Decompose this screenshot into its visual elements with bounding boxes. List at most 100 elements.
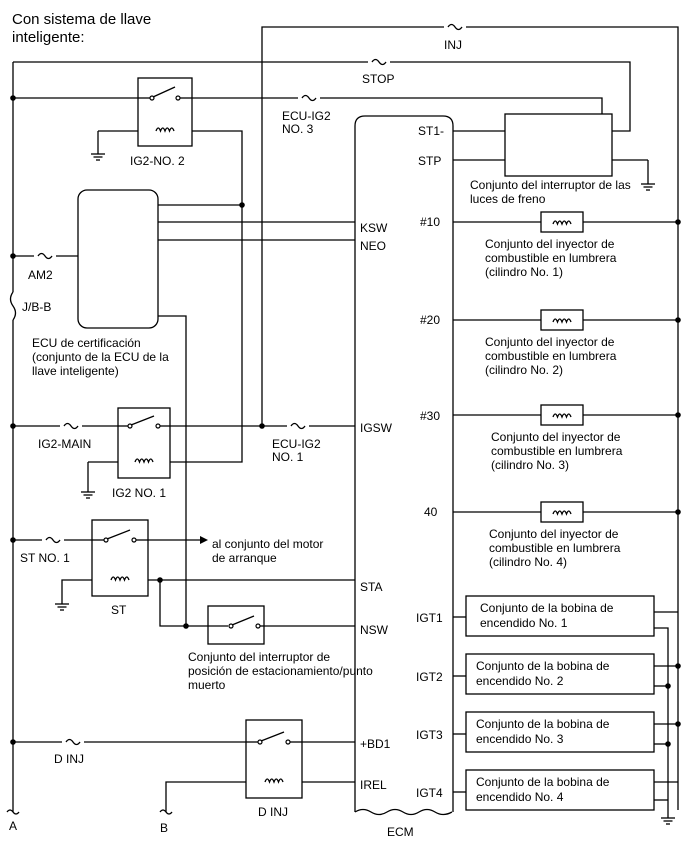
starter-note-line-1: al conjunto del motor xyxy=(212,537,323,551)
injector-1-label-3: (cilindro No. 1) xyxy=(485,265,563,279)
injector-2-label-3: (cilindro No. 2) xyxy=(485,363,563,377)
relay-st-label: ST xyxy=(111,603,127,617)
ground-icon xyxy=(660,813,676,825)
ecm-pin-irel: IREL xyxy=(360,778,387,792)
fuse-ig2-main-label: IG2-MAIN xyxy=(38,437,91,451)
ecm-pin-10: #10 xyxy=(420,215,440,229)
fuse-ig2-main: IG2-MAIN xyxy=(38,420,91,451)
injector-2-label-1: Conjunto del inyector de xyxy=(485,335,615,349)
injector-2: Conjunto del inyector de combustible en … xyxy=(485,309,617,377)
certification-ecu: ECU de certificación (conjunto de la ECU… xyxy=(32,189,169,378)
fuse-ecu-ig2-no1: ECU-IG2 NO. 1 xyxy=(272,420,321,464)
starter-note-line-2: de arranque xyxy=(212,551,277,565)
ignition-coil-4-label-1: Conjunto de la bobina de xyxy=(476,775,610,789)
injector-1: Conjunto del inyector de combustible en … xyxy=(485,211,617,279)
fuse-ecu-ig2-no1-label-2: NO. 1 xyxy=(272,450,304,464)
ground-icon xyxy=(54,599,70,611)
ground-icon xyxy=(80,487,96,499)
injector-3: Conjunto del inyector de combustible en … xyxy=(491,404,623,472)
ground-icon xyxy=(640,179,656,191)
fuse-inj: INJ xyxy=(444,21,466,52)
fuse-stop-label: STOP xyxy=(362,72,394,86)
ignition-coil-4: Conjunto de la bobina de encendido No. 4 xyxy=(465,769,655,811)
ecm-pin-20: #20 xyxy=(420,313,440,327)
ecm-pin-40: 40 xyxy=(424,505,438,519)
relay-ig2-no2-label: IG2-NO. 2 xyxy=(130,154,185,168)
terminal-a: A xyxy=(6,809,20,833)
certification-ecu-label-3: llave inteligente) xyxy=(32,364,119,378)
injector-3-label-3: (cilindro No. 3) xyxy=(491,458,569,472)
fuse-ecu-ig2-no3: ECU-IG2 NO. 3 xyxy=(282,92,331,136)
ecm-pin-igt4: IGT4 xyxy=(416,786,443,800)
ecm-pin-nsw: NSW xyxy=(360,623,389,637)
ignition-coil-1-label-1: Conjunto de la bobina de xyxy=(480,601,614,615)
injector-4: Conjunto del inyector de combustible en … xyxy=(489,501,621,569)
injector-4-label-1: Conjunto del inyector de xyxy=(489,527,619,541)
fuse-ecu-ig2-no3-label-1: ECU-IG2 xyxy=(282,109,331,123)
ecm-pin-ksw: KSW xyxy=(360,221,388,235)
relay-ig2-no1-label: IG2 NO. 1 xyxy=(112,486,166,500)
diagram-title-line-2: inteligente: xyxy=(12,29,85,46)
fuse-st-no1: ST NO. 1 xyxy=(20,534,70,565)
ecm-pin-igsw: IGSW xyxy=(360,421,393,435)
fuse-am2: AM2 xyxy=(28,250,56,282)
relay-ig2-no2: IG2-NO. 2 xyxy=(130,77,193,168)
terminal-a-label: A xyxy=(9,819,17,833)
fuse-d-inj-label: D INJ xyxy=(54,752,84,766)
fuse-stop: STOP xyxy=(362,56,394,86)
injector-4-label-3: (cilindro No. 4) xyxy=(489,555,567,569)
ignition-coil-3-label-1: Conjunto de la bobina de xyxy=(476,717,610,731)
injector-3-label-1: Conjunto del inyector de xyxy=(491,430,621,444)
brake-switch-label-2: luces de freno xyxy=(470,192,546,206)
fuse-jb-label: J/B-B xyxy=(22,300,51,314)
ignition-coil-1-label-2: encendido No. 1 xyxy=(480,616,568,630)
injector-3-label-2: combustible en lumbrera xyxy=(491,444,623,458)
fuse-ecu-ig2-no3-label-2: NO. 3 xyxy=(282,122,314,136)
fuse-d-inj: D INJ xyxy=(54,736,84,766)
injector-1-label-2: combustible en lumbrera xyxy=(485,251,617,265)
ignition-coil-2: Conjunto de la bobina de encendido No. 2 xyxy=(465,653,655,695)
terminal-b: B xyxy=(159,809,173,835)
ground-icon xyxy=(90,149,106,161)
ignition-coil-3: Conjunto de la bobina de encendido No. 3 xyxy=(465,711,655,753)
relay-d-inj-label: D INJ xyxy=(258,805,288,819)
ecm-pin-igt3: IGT3 xyxy=(416,728,443,742)
fuse-am2-label: AM2 xyxy=(28,268,53,282)
certification-ecu-label-1: ECU de certificación xyxy=(32,336,141,350)
ignition-coil-1: Conjunto de la bobina de encendido No. 1 xyxy=(465,595,655,637)
ecm-pin-neo: NEO xyxy=(360,239,386,253)
neutral-start-switch: Conjunto del interruptor de posición de … xyxy=(188,605,373,692)
ecm-pin-30: #30 xyxy=(420,409,440,423)
ecm: ECM KSW NEO IGSW STA NSW +BD1 IREL ST1- … xyxy=(354,115,454,839)
terminal-b-label: B xyxy=(160,821,168,835)
relay-d-inj: D INJ xyxy=(245,719,303,819)
injector-1-label-1: Conjunto del inyector de xyxy=(485,237,615,251)
relay-st: ST xyxy=(91,519,149,617)
neutral-switch-label-3: muerto xyxy=(188,678,226,692)
fuse-inj-label: INJ xyxy=(444,38,462,52)
ecm-pin-sta: STA xyxy=(360,580,382,594)
ignition-coil-2-label-2: encendido No. 2 xyxy=(476,674,564,688)
junction-dots xyxy=(10,95,681,747)
neutral-switch-label-2: posición de estacionamiento/punto xyxy=(188,664,373,678)
brake-switch-label-1: Conjunto del interruptor de las xyxy=(470,178,631,192)
brake-light-switch: Conjunto del interruptor de las luces de… xyxy=(470,113,631,206)
ignition-coil-2-label-1: Conjunto de la bobina de xyxy=(476,659,610,673)
injector-2-label-2: combustible en lumbrera xyxy=(485,349,617,363)
diagram-title-line-1: Con sistema de llave xyxy=(12,11,151,28)
ecm-pin-igt2: IGT2 xyxy=(416,670,443,684)
fuse-jb: J/B-B xyxy=(9,291,51,321)
ecm-pin-stp: STP xyxy=(418,154,441,168)
ecm-pin-st1: ST1- xyxy=(418,124,444,138)
ignition-coil-4-label-2: encendido No. 4 xyxy=(476,790,564,804)
ignition-coil-3-label-2: encendido No. 3 xyxy=(476,732,564,746)
neutral-switch-label-1: Conjunto del interruptor de xyxy=(188,650,330,664)
relay-ig2-no1: IG2 NO. 1 xyxy=(112,407,192,500)
ecm-label: ECM xyxy=(387,825,414,839)
certification-ecu-label-2: (conjunto de la ECU de la xyxy=(32,350,169,364)
injector-4-label-2: combustible en lumbrera xyxy=(489,541,621,555)
fuse-st-no1-label: ST NO. 1 xyxy=(20,551,70,565)
fuse-ecu-ig2-no1-label-1: ECU-IG2 xyxy=(272,437,321,451)
ecm-pin-bd1: +BD1 xyxy=(360,737,391,751)
